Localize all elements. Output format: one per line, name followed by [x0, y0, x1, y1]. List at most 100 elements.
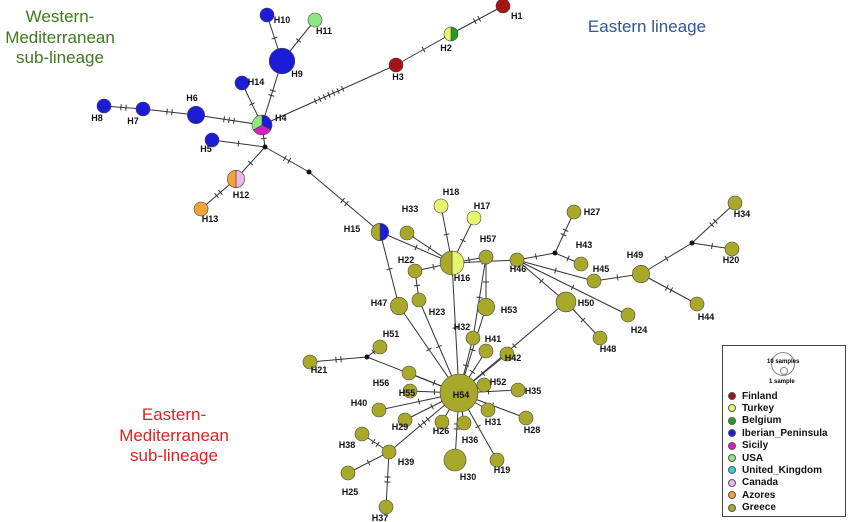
haplotype-slice — [451, 250, 465, 276]
mutation-tick — [335, 356, 337, 363]
median-vector — [552, 250, 558, 256]
legend-swatch — [728, 441, 736, 450]
haplotype-h50 — [555, 291, 577, 313]
haplotype-slice — [96, 98, 112, 114]
haplotype-label: H29 — [392, 422, 409, 432]
edge-mv5-H21 — [309, 356, 368, 363]
haplotype-label: H39 — [398, 457, 415, 467]
mutation-tick — [430, 403, 434, 410]
legend-item: Sicily — [728, 440, 768, 452]
haplotype-label: H14 — [248, 77, 265, 87]
haplotype-label: H24 — [631, 325, 648, 335]
haplotype-slice — [399, 225, 415, 241]
haplotype-label: H47 — [371, 298, 388, 308]
haplotype-slice — [477, 298, 495, 316]
mutation-tick — [344, 200, 349, 207]
haplotype-h13 — [193, 201, 209, 217]
haplotype-h17 — [466, 210, 482, 226]
haplotype-h3 — [388, 57, 404, 73]
haplotype-h52 — [476, 377, 492, 393]
mutation-tick — [171, 109, 173, 116]
haplotype-slice — [407, 263, 423, 279]
mutation-tick — [425, 416, 431, 422]
haplotype-label: H44 — [698, 312, 715, 322]
haplotype-label: H19 — [494, 465, 511, 475]
mutation-tick — [554, 267, 557, 274]
haplotype-label: H50 — [578, 298, 595, 308]
edge-H49-H44 — [640, 273, 698, 305]
legend-item: Finland — [728, 390, 778, 402]
haplotype-label: H30 — [460, 472, 477, 482]
haplotype-h55 — [402, 383, 418, 399]
mutation-tick — [462, 364, 470, 367]
mutation-tick — [469, 369, 476, 375]
mutation-tick — [417, 398, 421, 405]
haplotype-slice — [302, 354, 318, 370]
legend-swatch — [728, 429, 736, 438]
mutation-tick — [371, 349, 376, 355]
haplotype-label: H35 — [525, 386, 542, 396]
eastern-lineage-label: Eastern lineage — [587, 17, 707, 36]
haplotype-h4 — [251, 114, 273, 136]
haplotype-h24 — [620, 307, 636, 323]
haplotype-label: H18 — [443, 187, 460, 197]
mutation-tick — [268, 94, 275, 97]
haplotype-label: H21 — [311, 365, 328, 375]
haplotype-slice — [433, 198, 449, 214]
haplotype-h33 — [399, 225, 415, 241]
mutation-tick — [570, 284, 575, 291]
haplotype-h51 — [372, 339, 388, 355]
haplotype-label: H34 — [734, 209, 751, 219]
mutation-tick — [580, 317, 586, 323]
haplotype-h7 — [135, 101, 151, 117]
mutation-tick — [427, 245, 432, 251]
legend-item: Canada — [728, 477, 778, 489]
mutation-tick — [313, 98, 317, 105]
haplotype-label: H22 — [398, 255, 415, 265]
haplotype-slice — [135, 101, 151, 117]
haplotype-label: H1 — [511, 11, 523, 21]
haplotype-h49 — [632, 265, 650, 283]
haplotype-slice — [632, 265, 650, 283]
haplotype-label: H25 — [342, 487, 359, 497]
haplotype-label: H9 — [291, 69, 303, 79]
haplotype-h14 — [234, 75, 250, 91]
mutation-tick — [336, 87, 340, 94]
mutation-tick — [341, 85, 345, 92]
mutation-tick — [421, 46, 426, 53]
mutation-tick — [282, 155, 287, 162]
legend-item: Belgium — [728, 415, 781, 427]
haplotype-slice — [518, 410, 534, 426]
haplotype-label: H13 — [202, 214, 219, 224]
haplotype-slice — [259, 7, 275, 23]
median-vector — [364, 354, 370, 360]
network-nodes — [96, 0, 743, 515]
haplotype-label: H17 — [474, 201, 491, 211]
haplotype-h23 — [411, 292, 427, 308]
haplotype-slice — [573, 256, 589, 272]
legend-swatch — [728, 454, 736, 462]
mutation-tick — [386, 267, 393, 271]
haplotype-slice — [476, 377, 492, 393]
mutation-tick — [480, 370, 486, 377]
edge-mv3-H27 — [554, 211, 575, 254]
haplotype-slice — [401, 365, 417, 381]
legend-label: Greece — [742, 502, 776, 514]
haplotype-label: H49 — [627, 250, 644, 260]
haplotype-slice — [397, 412, 413, 428]
legend-item: Iberian_Peninsula — [728, 427, 828, 439]
mutation-tick — [414, 244, 418, 251]
legend-label: United_Kingdom — [742, 464, 822, 476]
legend-item: USA — [728, 452, 763, 464]
legend-swatch — [728, 466, 736, 475]
mutation-tick — [271, 36, 278, 40]
mutation-tick — [460, 238, 466, 243]
mutation-tick — [331, 90, 336, 96]
mutation-tick — [287, 157, 292, 164]
mutation-tick — [432, 263, 435, 271]
legend-swatch — [728, 404, 736, 413]
haplotype-h12 — [227, 170, 245, 188]
mutation-tick — [712, 218, 718, 224]
edge-mv4-H34 — [691, 202, 736, 244]
